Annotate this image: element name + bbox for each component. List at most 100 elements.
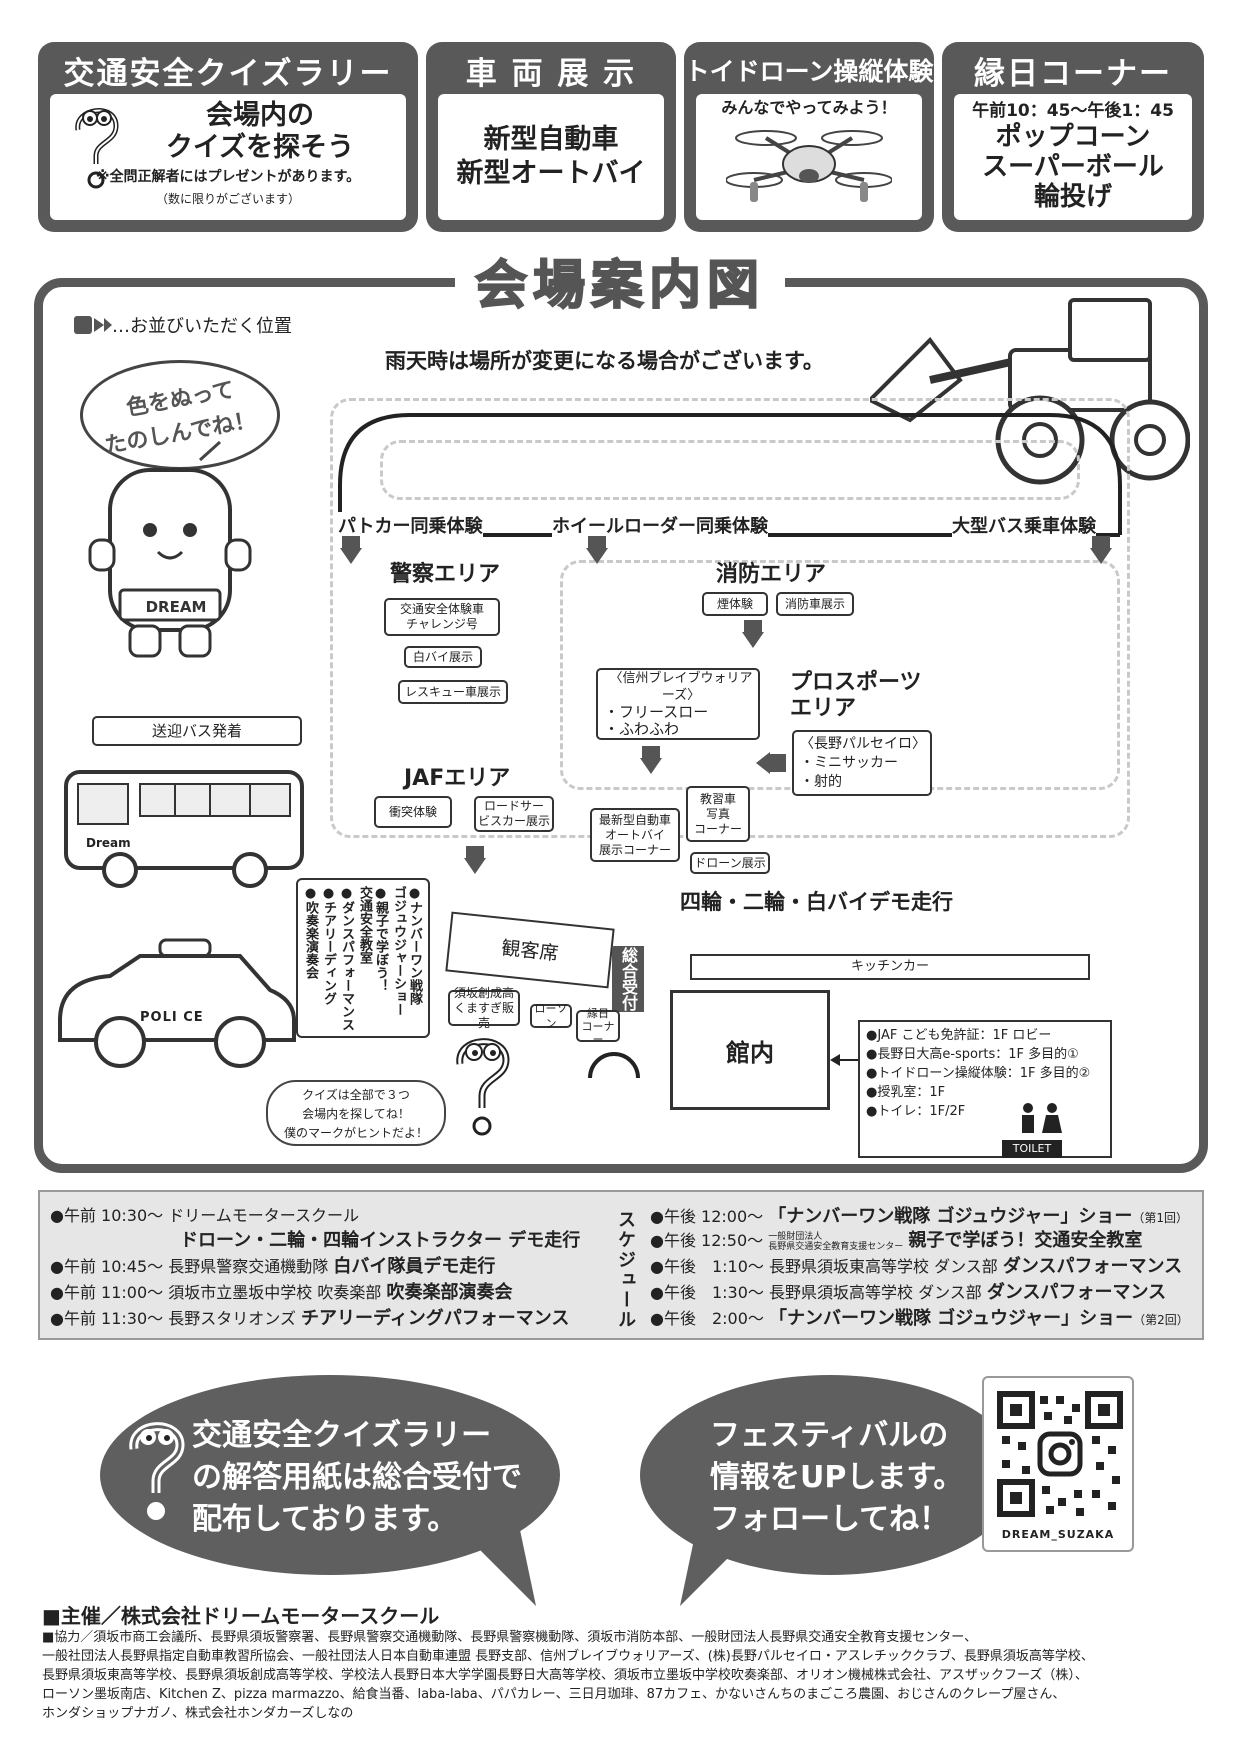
schedule-org: 長野スタリオンズ bbox=[168, 1309, 296, 1328]
schedule-event: 「ナンバーワン戦隊 ゴジュウジャー」ショー bbox=[768, 1206, 1133, 1227]
police-item-challenge: 交通安全体験車 チャレンジ号 bbox=[384, 598, 500, 636]
brave-item-freethrow: ・フリースロー bbox=[604, 703, 709, 721]
ride-bus: 大型バス乗車体験 bbox=[952, 512, 1096, 538]
parceiro-head: 〈長野パルセイロ〉 bbox=[800, 735, 926, 752]
brave-head: 〈信州ブレイブウォリアーズ〉 bbox=[609, 671, 753, 703]
question-mascot-icon bbox=[129, 1422, 185, 1520]
stage-program: ●ナンバーワン戦隊 ゴジュウジャーショー ●親子で学ぼう！ 交通安全教室 ●ダン… bbox=[296, 878, 430, 1038]
schedule-note: （第1回） bbox=[1132, 1211, 1189, 1225]
ride-route bbox=[338, 413, 1122, 537]
queue-arrow-icon bbox=[640, 746, 662, 774]
quiz-sheet-line1: 交通安全クイズラリー bbox=[192, 1418, 492, 1453]
stage-item-dance: ●ダンスパフォーマンス bbox=[339, 886, 354, 1031]
schedule-time: ●午後 12:50～ bbox=[650, 1231, 764, 1250]
ride-patrol: パトカー同乗体験 bbox=[338, 512, 483, 538]
quiz-title: 交通安全クイズラリー bbox=[63, 56, 393, 92]
schedule-left-row: ●午前 10:30～ ドリームモータースクール bbox=[50, 1202, 359, 1226]
kitchen-car: キッチンカー bbox=[690, 954, 1090, 980]
drone-exhibit: ドローン展示 bbox=[690, 852, 770, 874]
schedule-time: ●午後 1:30～ bbox=[650, 1283, 764, 1302]
bubble-tail bbox=[680, 1530, 756, 1606]
shuttle-bus-stop: 送迎バス発着 bbox=[92, 716, 302, 746]
quiz-note2: （数に限りがございます） bbox=[155, 192, 300, 206]
hall-building: 館内 bbox=[670, 990, 830, 1110]
course-road-inner bbox=[380, 440, 1080, 500]
ennichi-time: 午前10：45～午後1：45 bbox=[972, 101, 1174, 121]
schedule-event: ダンスパフォーマンス bbox=[1002, 1256, 1183, 1277]
schedule-right-row: ●午後 2:00～ 「ナンバーワン戦隊 ゴジュウジャー」ショー（第2回） bbox=[650, 1304, 1189, 1330]
quiz-note: ※全問正解者にはプレゼントがあります。 bbox=[95, 169, 361, 185]
hall-info-drone: ●トイドローン操縦体験：1F 多目的② bbox=[866, 1066, 1091, 1081]
schedule-panel: スケジュール ●午前 10:30～ ドリームモータースクール ドローン・二輪・四… bbox=[38, 1190, 1204, 1340]
pro-sports-area: プロスポーツ エリア bbox=[790, 670, 922, 721]
schedule-note: （第2回） bbox=[1133, 1313, 1189, 1327]
seats-label: 観客席 bbox=[500, 937, 560, 965]
jaf-item-roadservice: ロードサー ビスカー展示 bbox=[474, 796, 554, 832]
reception-desk: 総合受付 bbox=[612, 946, 644, 1012]
fire-item-truck: 消防車展示 bbox=[776, 592, 854, 616]
map-title: 会場案内図 bbox=[455, 250, 785, 322]
vehicle-line2: 新型オートバイ bbox=[456, 158, 646, 189]
hall-label: 館内 bbox=[726, 1039, 774, 1067]
quiz-hint-line1: クイズは全部で３つ bbox=[302, 1088, 410, 1102]
schedule-org: 須坂市立墨坂中学校 吹奏楽部 bbox=[168, 1283, 382, 1302]
robot-label: DREAM bbox=[145, 598, 207, 616]
ennichi-line1: ポップコーン bbox=[995, 122, 1151, 152]
police-item-rescue: レスキュー車展示 bbox=[398, 680, 508, 704]
sns-line1: フェスティバルの bbox=[710, 1418, 949, 1453]
qr-card[interactable]: DREAM_SUZAKA bbox=[982, 1376, 1134, 1552]
ennichi-line2: スーパーボール bbox=[982, 152, 1164, 182]
stage-item-brass: ●吹奏楽演奏会 bbox=[303, 886, 318, 979]
hall-info-toilet: ●トイレ：1F/2F bbox=[866, 1104, 966, 1119]
ennichi-panel: 縁日コーナー 午前10：45～午後1：45 ポップコーン スーパーボール 輪投げ bbox=[942, 42, 1204, 232]
schedule-org: 長野県警察交通機動隊 bbox=[168, 1257, 329, 1276]
cooperation-credits: ■協力／須坂市商工会議所、長野県須坂警察署、長野県警察交通機動隊、長野県警察機動… bbox=[42, 1628, 1202, 1723]
schedule-org: 長野県須坂高等学校 ダンス部 bbox=[769, 1283, 982, 1302]
schedule-time: ●午前 11:30～ bbox=[50, 1309, 164, 1328]
drone-sub: みんなでやってみよう！ bbox=[721, 98, 897, 117]
parceiro-item-shooting: ・射的 bbox=[800, 773, 842, 790]
schedule-time: ●午後 12:00～ bbox=[650, 1207, 764, 1226]
parceiro-box: 〈長野パルセイロ〉 ・ミニサッカー ・射的 bbox=[792, 730, 932, 796]
schedule-time: ●午前 10:45～ bbox=[50, 1257, 164, 1276]
rain-note: 雨天時は場所が変更になる場合がございます。 bbox=[385, 349, 824, 373]
qr-code-icon[interactable] bbox=[996, 1390, 1124, 1518]
legend-text: …お並びいただく位置 bbox=[112, 316, 292, 337]
ennichi-title: 縁日コーナー bbox=[974, 56, 1172, 92]
arch-icon bbox=[588, 1052, 640, 1079]
queue-arrow-icon bbox=[340, 536, 362, 564]
credits-line: ローソン墨坂南店、Kitchen Z、pizza marmazzo、給食当番、l… bbox=[42, 1687, 1066, 1702]
quiz-panel: 交通安全クイズラリー 会場内の クイズを探そう ※全問正解者にはプレゼントがあり… bbox=[38, 42, 418, 232]
queue-arrow-icon bbox=[586, 536, 608, 564]
ennichi-inner: 午前10：45～午後1：45 ポップコーン スーパーボール 輪投げ bbox=[954, 94, 1192, 220]
schedule-time: ●午前 10:30～ bbox=[50, 1206, 164, 1225]
fire-item-smoke: 煙体験 bbox=[702, 592, 768, 616]
credits-line: ■協力／須坂市商工会議所、長野県須坂警察署、長野県警察交通機動隊、長野県警察機動… bbox=[42, 1630, 978, 1645]
toilet-icon bbox=[1022, 1103, 1062, 1133]
ride-loader: ホイールローダー同乗体験 bbox=[552, 512, 768, 538]
schedule-event: 親子で学ぼう！交通安全教室 bbox=[908, 1230, 1143, 1251]
demo-run-label: 四輪・二輪・白バイデモ走行 bbox=[680, 890, 953, 914]
stage-item-cheer: ●チアリーディング bbox=[321, 886, 336, 1005]
schedule-org: ドリームモータースクール bbox=[168, 1206, 359, 1225]
quiz-hint-line2: 会場内を探してね！ bbox=[302, 1107, 410, 1121]
queue-arrow-icon bbox=[464, 846, 486, 874]
police-car-text: POLI CE bbox=[140, 1010, 204, 1025]
stage-item-safety: ●親子で学ぼう！ 交通安全教室 bbox=[357, 886, 388, 992]
hall-info-esports: ●長野日大高e-sports：1F 多目的① bbox=[866, 1047, 1079, 1062]
quiz-line2: クイズを探そう bbox=[165, 132, 355, 163]
queue-arrow-icon bbox=[1090, 536, 1112, 564]
police-area-title: 警察エリア bbox=[390, 562, 501, 587]
queue-arrow-icon bbox=[742, 620, 764, 648]
brave-item-fuwafuwa: ・ふわふわ bbox=[604, 720, 680, 738]
paint-bubble: 色をぬって たのしんでね！ bbox=[80, 360, 280, 470]
quiz-sheet-line3: 配布しております。 bbox=[192, 1502, 458, 1537]
schedule-org: 長野県須坂東高等学校 ダンス部 bbox=[769, 1257, 998, 1276]
stage-item-show: ●ナンバーワン戦隊 ゴジュウジャーショー bbox=[391, 886, 422, 1016]
credits-line: 長野県須坂東高等学校、長野県須坂創成高等学校、学校法人長野日本大学学園長野日大高… bbox=[42, 1668, 1088, 1683]
vehicle-panel: 車 両 展 示 新型自動車 新型オートバイ bbox=[426, 42, 676, 232]
schedule-right-row: ●午後 1:30～ 長野県須坂高等学校 ダンス部 ダンスパフォーマンス bbox=[650, 1278, 1166, 1304]
schedule-left-row: ●午前 11:00～ 須坂市立墨坂中学校 吹奏楽部 吹奏楽部演奏会 bbox=[50, 1278, 512, 1304]
ennichi-line3: 輪投げ bbox=[1033, 182, 1112, 212]
fire-area-title: 消防エリア bbox=[716, 562, 827, 587]
